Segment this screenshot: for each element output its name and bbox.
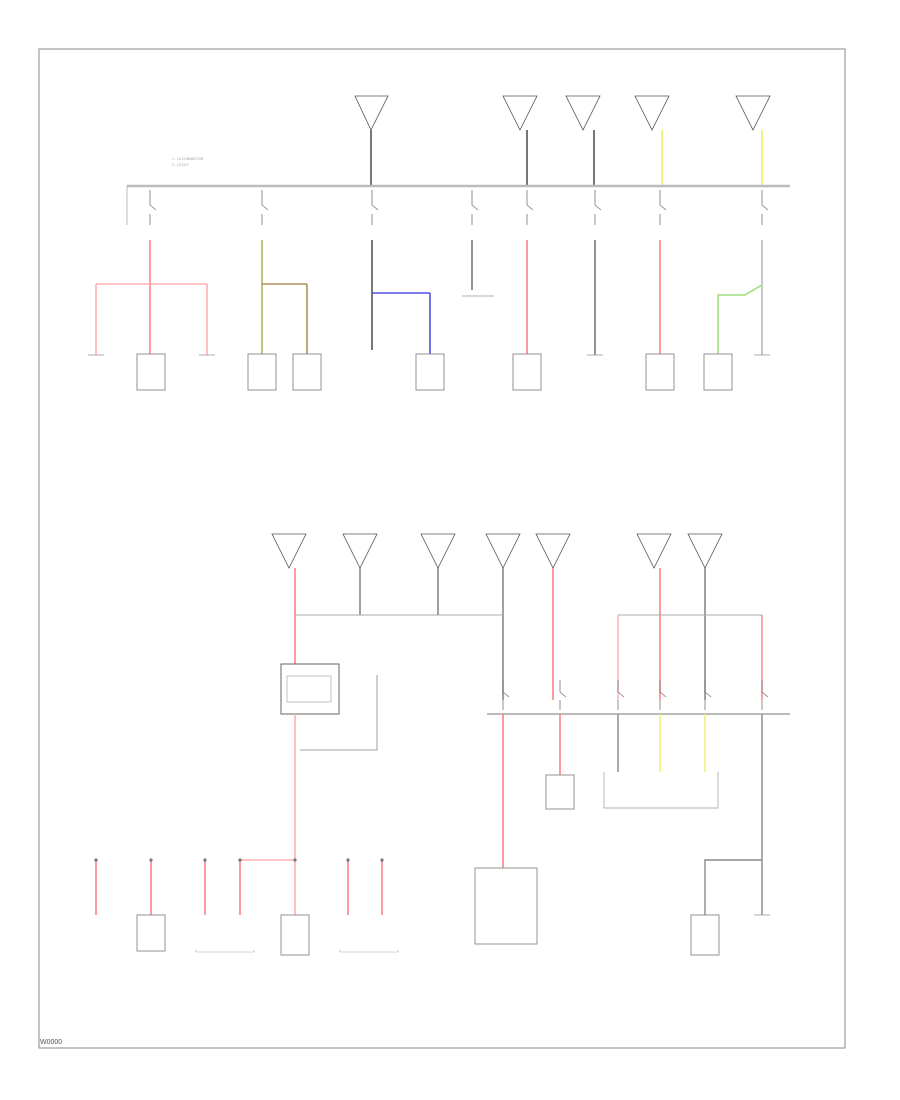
component-bottom-3 <box>545 774 575 810</box>
bottom-right-components <box>690 914 720 956</box>
power-source-bottom-1 <box>271 533 307 569</box>
power-source-bottom-6 <box>636 533 672 569</box>
top-components <box>136 353 733 391</box>
component-bottom-1 <box>136 914 166 952</box>
component-bottom-4 <box>474 867 538 945</box>
component-top-7 <box>703 353 733 391</box>
bottom-left-nodes <box>94 858 384 862</box>
power-source-top-2 <box>502 95 538 131</box>
power-source-bottom-3 <box>420 533 456 569</box>
component-top-4 <box>415 353 445 391</box>
control-module-inner <box>286 675 332 703</box>
top-feed-wires <box>370 130 763 186</box>
bottom-right-drops <box>617 615 763 700</box>
component-top-5 <box>512 353 542 391</box>
control-module-box <box>280 663 340 715</box>
module-ground-line <box>300 675 378 751</box>
top-branch-wires <box>95 240 763 355</box>
bottom-fuses <box>502 680 769 710</box>
legend-item-1: 1 - 14 CONNECTOR <box>172 157 204 161</box>
bottom-right-wires <box>617 714 763 915</box>
component-top-2 <box>247 353 277 391</box>
bottom-middle-wires <box>502 714 561 875</box>
bottom-power-sources <box>271 533 723 569</box>
power-source-bottom-4 <box>485 533 521 569</box>
component-bottom-5 <box>690 914 720 956</box>
diagram-frame <box>38 48 846 1049</box>
top-power-sources <box>354 95 771 131</box>
component-top-6 <box>645 353 675 391</box>
bottom-left-wires <box>95 714 383 925</box>
bottom-right-bracket <box>603 772 719 809</box>
component-top-1 <box>136 353 166 391</box>
power-source-top-3 <box>565 95 601 131</box>
power-source-top-1 <box>354 95 389 131</box>
component-bottom-2 <box>280 914 310 956</box>
power-source-top-5 <box>735 95 771 131</box>
power-source-bottom-7 <box>687 533 723 569</box>
bottom-left-brackets <box>195 950 399 953</box>
power-source-top-4 <box>634 95 670 131</box>
power-source-bottom-5 <box>535 533 571 569</box>
bottom-left-components <box>136 914 310 956</box>
diagram-id: W0000 <box>40 1039 63 1046</box>
legend-item-2: 2 - 13 CUT <box>172 163 189 167</box>
power-source-bottom-2 <box>342 533 378 569</box>
bottom-feed-wires <box>294 568 706 700</box>
component-top-3 <box>292 353 322 391</box>
legend: 1 - 14 CONNECTOR 2 - 13 CUT <box>172 157 204 167</box>
top-connector-stubs <box>88 295 770 356</box>
top-fuses <box>149 190 769 225</box>
